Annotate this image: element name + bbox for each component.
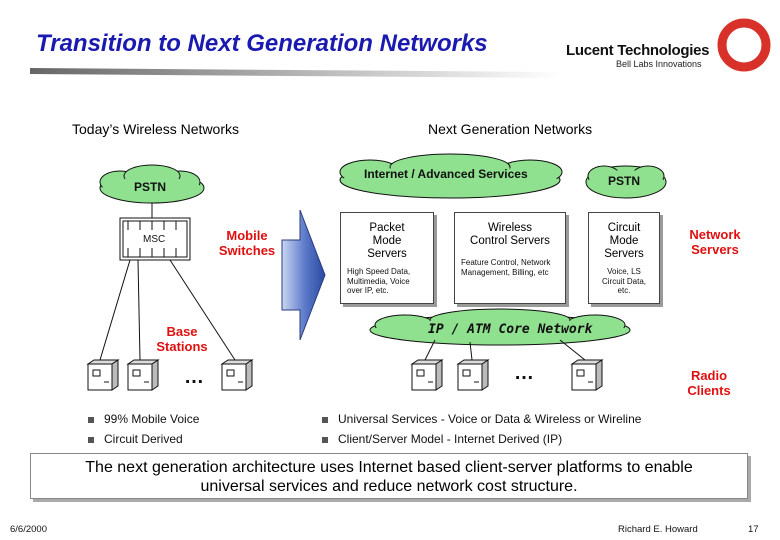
footer-author: Richard E. Howard bbox=[618, 524, 698, 535]
switch-rack-icon bbox=[119, 203, 191, 261]
summary-box: The next generation architecture uses In… bbox=[30, 453, 748, 499]
cloud-icon bbox=[339, 153, 563, 199]
base-stations-label: Base Stations bbox=[156, 324, 208, 354]
circuit-mode-servers-box: Circuit Mode Servers Voice, LS Circuit D… bbox=[588, 212, 660, 304]
radio-client-icon bbox=[456, 359, 490, 391]
left-ellipsis: … bbox=[184, 366, 204, 388]
radio-client-icon bbox=[410, 359, 444, 391]
mobile-switches-label: Mobile Switches bbox=[218, 228, 276, 258]
left-bullet-2: Circuit Derived bbox=[88, 432, 183, 446]
right-heading: Next Generation Networks bbox=[428, 121, 593, 137]
wireless-control-servers-box: Wireless Control Servers Feature Control… bbox=[454, 212, 566, 304]
left-heading: Today’s Wireless Networks bbox=[72, 121, 240, 137]
msc-links bbox=[99, 259, 236, 361]
left-pstn-label: PSTN bbox=[134, 180, 167, 194]
core-network-label: IP / ATM Core Network bbox=[428, 322, 593, 337]
brand-tagline: Bell Labs Innovations bbox=[616, 59, 702, 69]
radio-client-icon bbox=[570, 359, 604, 391]
cloud-icon bbox=[369, 308, 631, 346]
page-title: Transition to Next Generation Networks bbox=[36, 30, 488, 57]
internet-label: Internet / Advanced Services bbox=[364, 167, 528, 181]
transition-arrow-icon bbox=[281, 209, 326, 341]
msc-label: MSC bbox=[143, 234, 166, 245]
summary-text: The next generation architecture uses In… bbox=[85, 459, 693, 495]
right-ellipsis: … bbox=[514, 362, 534, 384]
base-station-icon bbox=[220, 359, 254, 391]
network-servers-label: Network Servers bbox=[689, 227, 741, 257]
base-station-icon bbox=[86, 359, 120, 391]
base-station-icon bbox=[126, 359, 160, 391]
radio-clients-label: Radio Clients bbox=[687, 368, 731, 398]
packet-mode-servers-box: Packet Mode Servers High Speed Data, Mul… bbox=[340, 212, 434, 304]
left-bullet-1: 99% Mobile Voice bbox=[88, 412, 199, 426]
cloud-icon bbox=[585, 165, 667, 199]
right-bullet-1: Universal Services - Voice or Data & Wir… bbox=[322, 412, 641, 426]
right-bullet-2: Client/Server Model - Internet Derived (… bbox=[322, 432, 562, 446]
lucent-ring-logo bbox=[717, 18, 771, 72]
title-underline bbox=[30, 68, 560, 78]
core-links bbox=[424, 339, 586, 361]
footer-date: 6/6/2000 bbox=[10, 524, 47, 535]
page-number: 17 bbox=[748, 524, 759, 535]
right-pstn-label: PSTN bbox=[608, 174, 641, 188]
brand-name: Lucent Technologies bbox=[566, 42, 710, 59]
